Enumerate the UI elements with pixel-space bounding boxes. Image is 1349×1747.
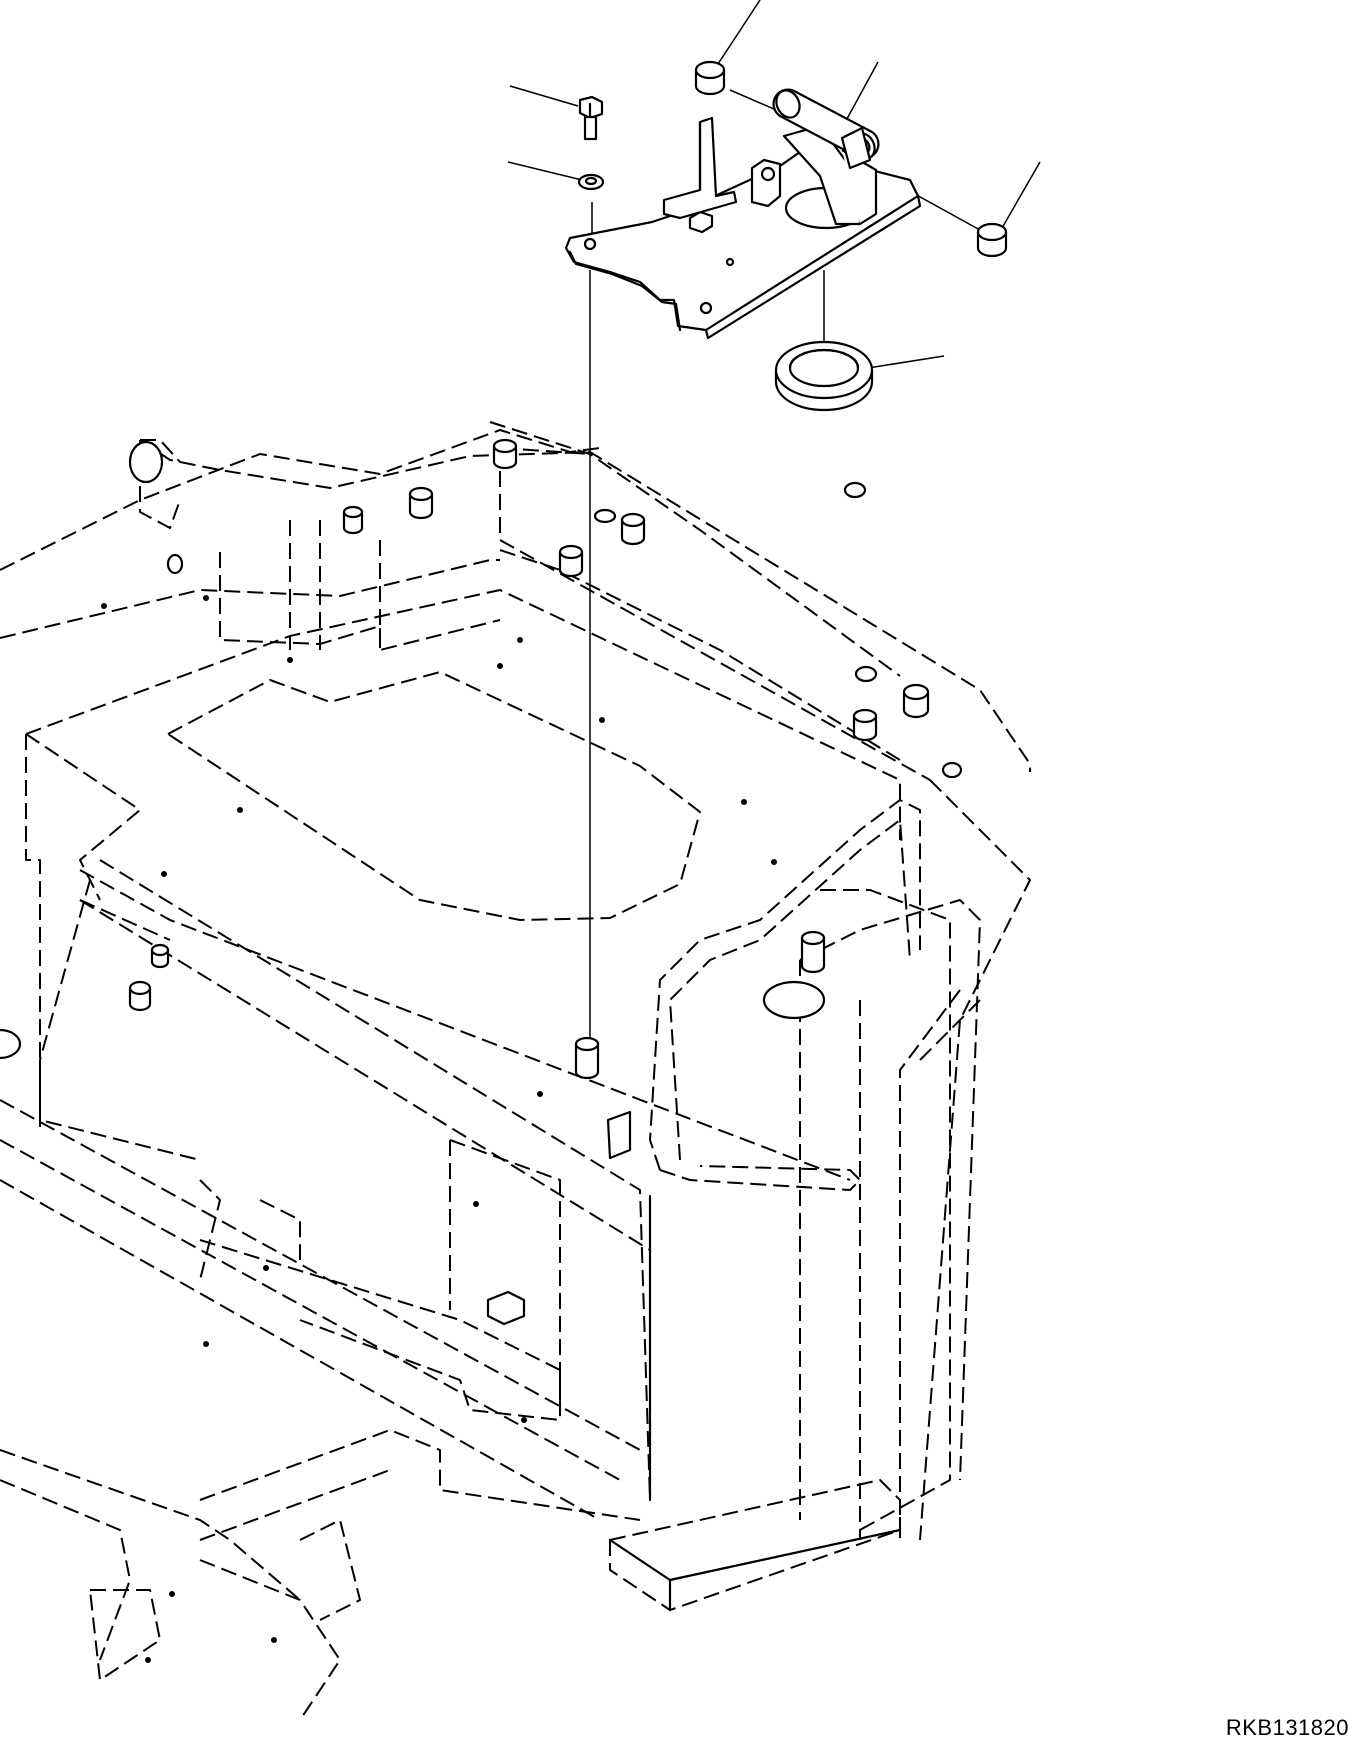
- bushing-right-part: [976, 222, 1008, 258]
- grommet-part: [774, 340, 874, 412]
- frame-small-holes: [101, 595, 777, 1663]
- frame-solid-edges: [608, 1194, 902, 1612]
- drawing-code: RKB131820: [1225, 1715, 1349, 1740]
- bolt-part: [578, 95, 604, 141]
- leader-lines: [507, 0, 1041, 369]
- frame-phantom-outline: [0, 421, 1031, 1721]
- frame-bosses: [0, 438, 963, 1326]
- washer-part: [577, 173, 605, 191]
- bushing-left-part: [694, 60, 726, 96]
- mount-bracket-part: [564, 88, 922, 340]
